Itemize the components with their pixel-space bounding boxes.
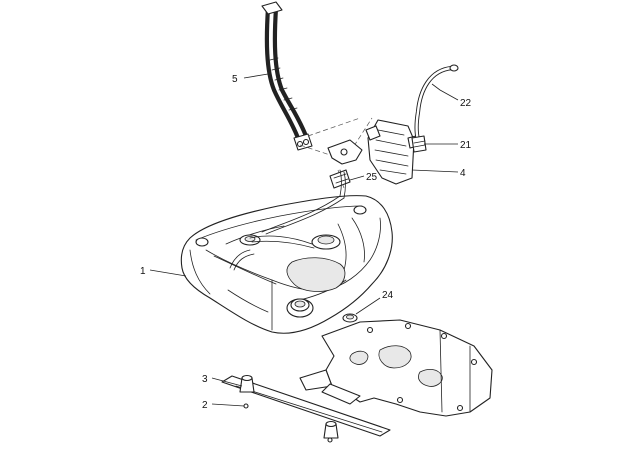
fuel-tank [180,169,393,334]
callouts: 5 22 21 4 25 1 24 3 2 [140,74,472,411]
callout-25: 25 [366,172,378,183]
callout-3: 3 [202,374,208,385]
leader-lines [149,73,459,407]
callout-5: 5 [232,74,238,85]
grommet [342,313,358,323]
fitting [411,135,427,153]
bumpers [239,374,339,439]
connector [327,139,363,189]
callout-2: 2 [202,400,208,411]
callout-22: 22 [460,98,472,109]
mounting-plate [299,319,493,417]
callout-21: 21 [460,140,472,151]
strap [221,375,391,443]
vent-hose [414,64,459,143]
fill-neck-hose [261,1,313,151]
callout-1: 1 [140,266,146,277]
callout-24: 24 [382,290,394,301]
callout-4: 4 [460,168,466,179]
